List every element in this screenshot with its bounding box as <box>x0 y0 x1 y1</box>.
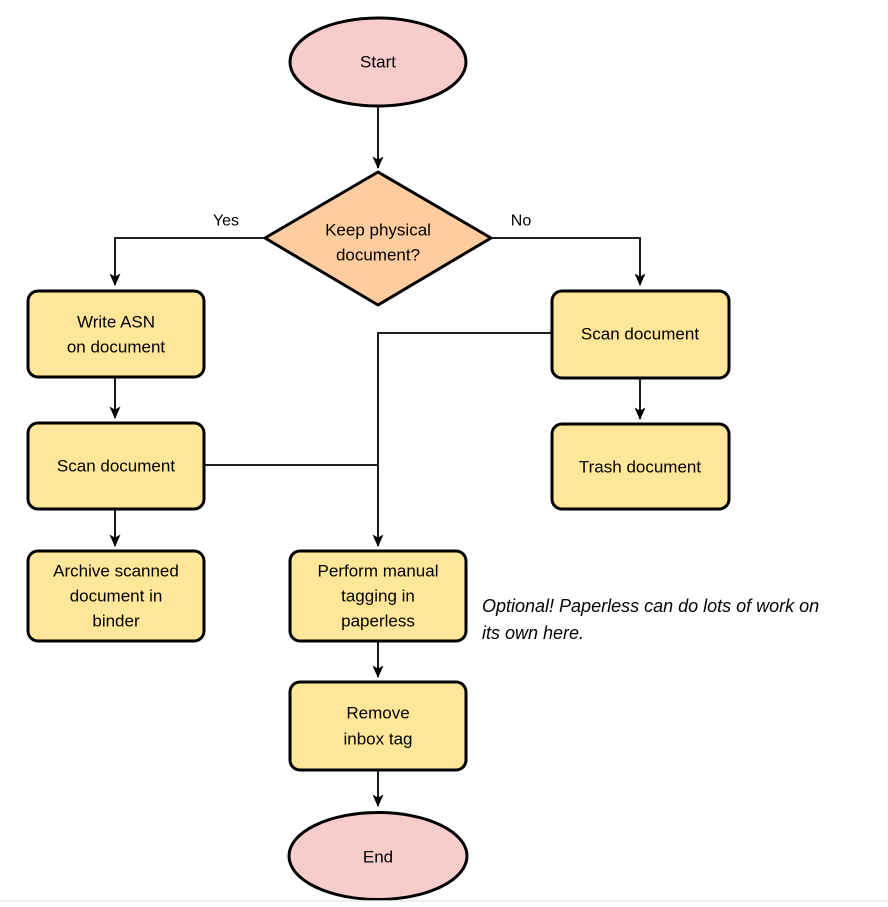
node-tagging: Perform manual tagging in paperless <box>288 549 468 643</box>
write-asn-label-line1: Write ASN <box>77 313 155 332</box>
scan-right-process-shape <box>550 289 731 380</box>
remove-inbox-label-line2: inbox tag <box>344 730 413 749</box>
edge-decision-yes <box>109 237 265 286</box>
edge-decision-no <box>491 237 646 286</box>
trash-process-shape <box>550 422 731 511</box>
node-scan-right: Scan document <box>550 289 731 380</box>
tagging-label-line2: tagging in <box>341 587 415 606</box>
tagging-label-line3: paperless <box>341 612 415 631</box>
node-start: Start <box>288 16 468 108</box>
node-trash: Trash document <box>550 422 731 511</box>
end-terminator-shape <box>287 811 469 901</box>
scan-left-label: Scan document <box>57 457 175 476</box>
decision-label-line1: Keep physical <box>325 221 431 240</box>
scan-left-process-shape <box>26 421 206 511</box>
note-line2: its own here. <box>482 623 584 643</box>
archive-label-line2: document in <box>70 587 163 606</box>
node-remove-inbox: Remove inbox tag <box>288 680 468 772</box>
archive-process-shape <box>26 549 206 643</box>
tagging-process-shape <box>288 549 468 643</box>
edge-scanright-to-tagging <box>372 332 552 547</box>
trash-label: Trash document <box>579 458 701 477</box>
note-annotation: Optional! Paperless can do lots of work … <box>482 596 819 643</box>
scan-right-label: Scan document <box>581 325 699 344</box>
write-asn-process-shape <box>26 289 206 379</box>
node-scan-left: Scan document <box>26 421 206 511</box>
remove-inbox-process-shape <box>288 680 468 772</box>
write-asn-label-line2: on document <box>67 338 166 357</box>
node-end: End <box>287 811 469 901</box>
end-label: End <box>363 848 393 867</box>
edge-label-yes: Yes <box>213 213 239 230</box>
note-line1: Optional! Paperless can do lots of work … <box>482 596 819 616</box>
archive-label-line1: Archive scanned <box>53 562 179 581</box>
node-archive: Archive scanned document in binder <box>26 549 206 643</box>
edge-label-no: No <box>511 213 532 230</box>
node-decision: Keep physical document? <box>263 170 493 307</box>
start-terminator-shape <box>288 16 468 108</box>
decision-label-line2: document? <box>336 246 420 265</box>
remove-inbox-label-line1: Remove <box>346 704 409 723</box>
tagging-label-line1: Perform manual <box>318 562 439 581</box>
start-label: Start <box>360 53 396 72</box>
node-write-asn: Write ASN on document <box>26 289 206 379</box>
decision-diamond-shape <box>263 170 493 307</box>
archive-label-line3: binder <box>92 612 140 631</box>
